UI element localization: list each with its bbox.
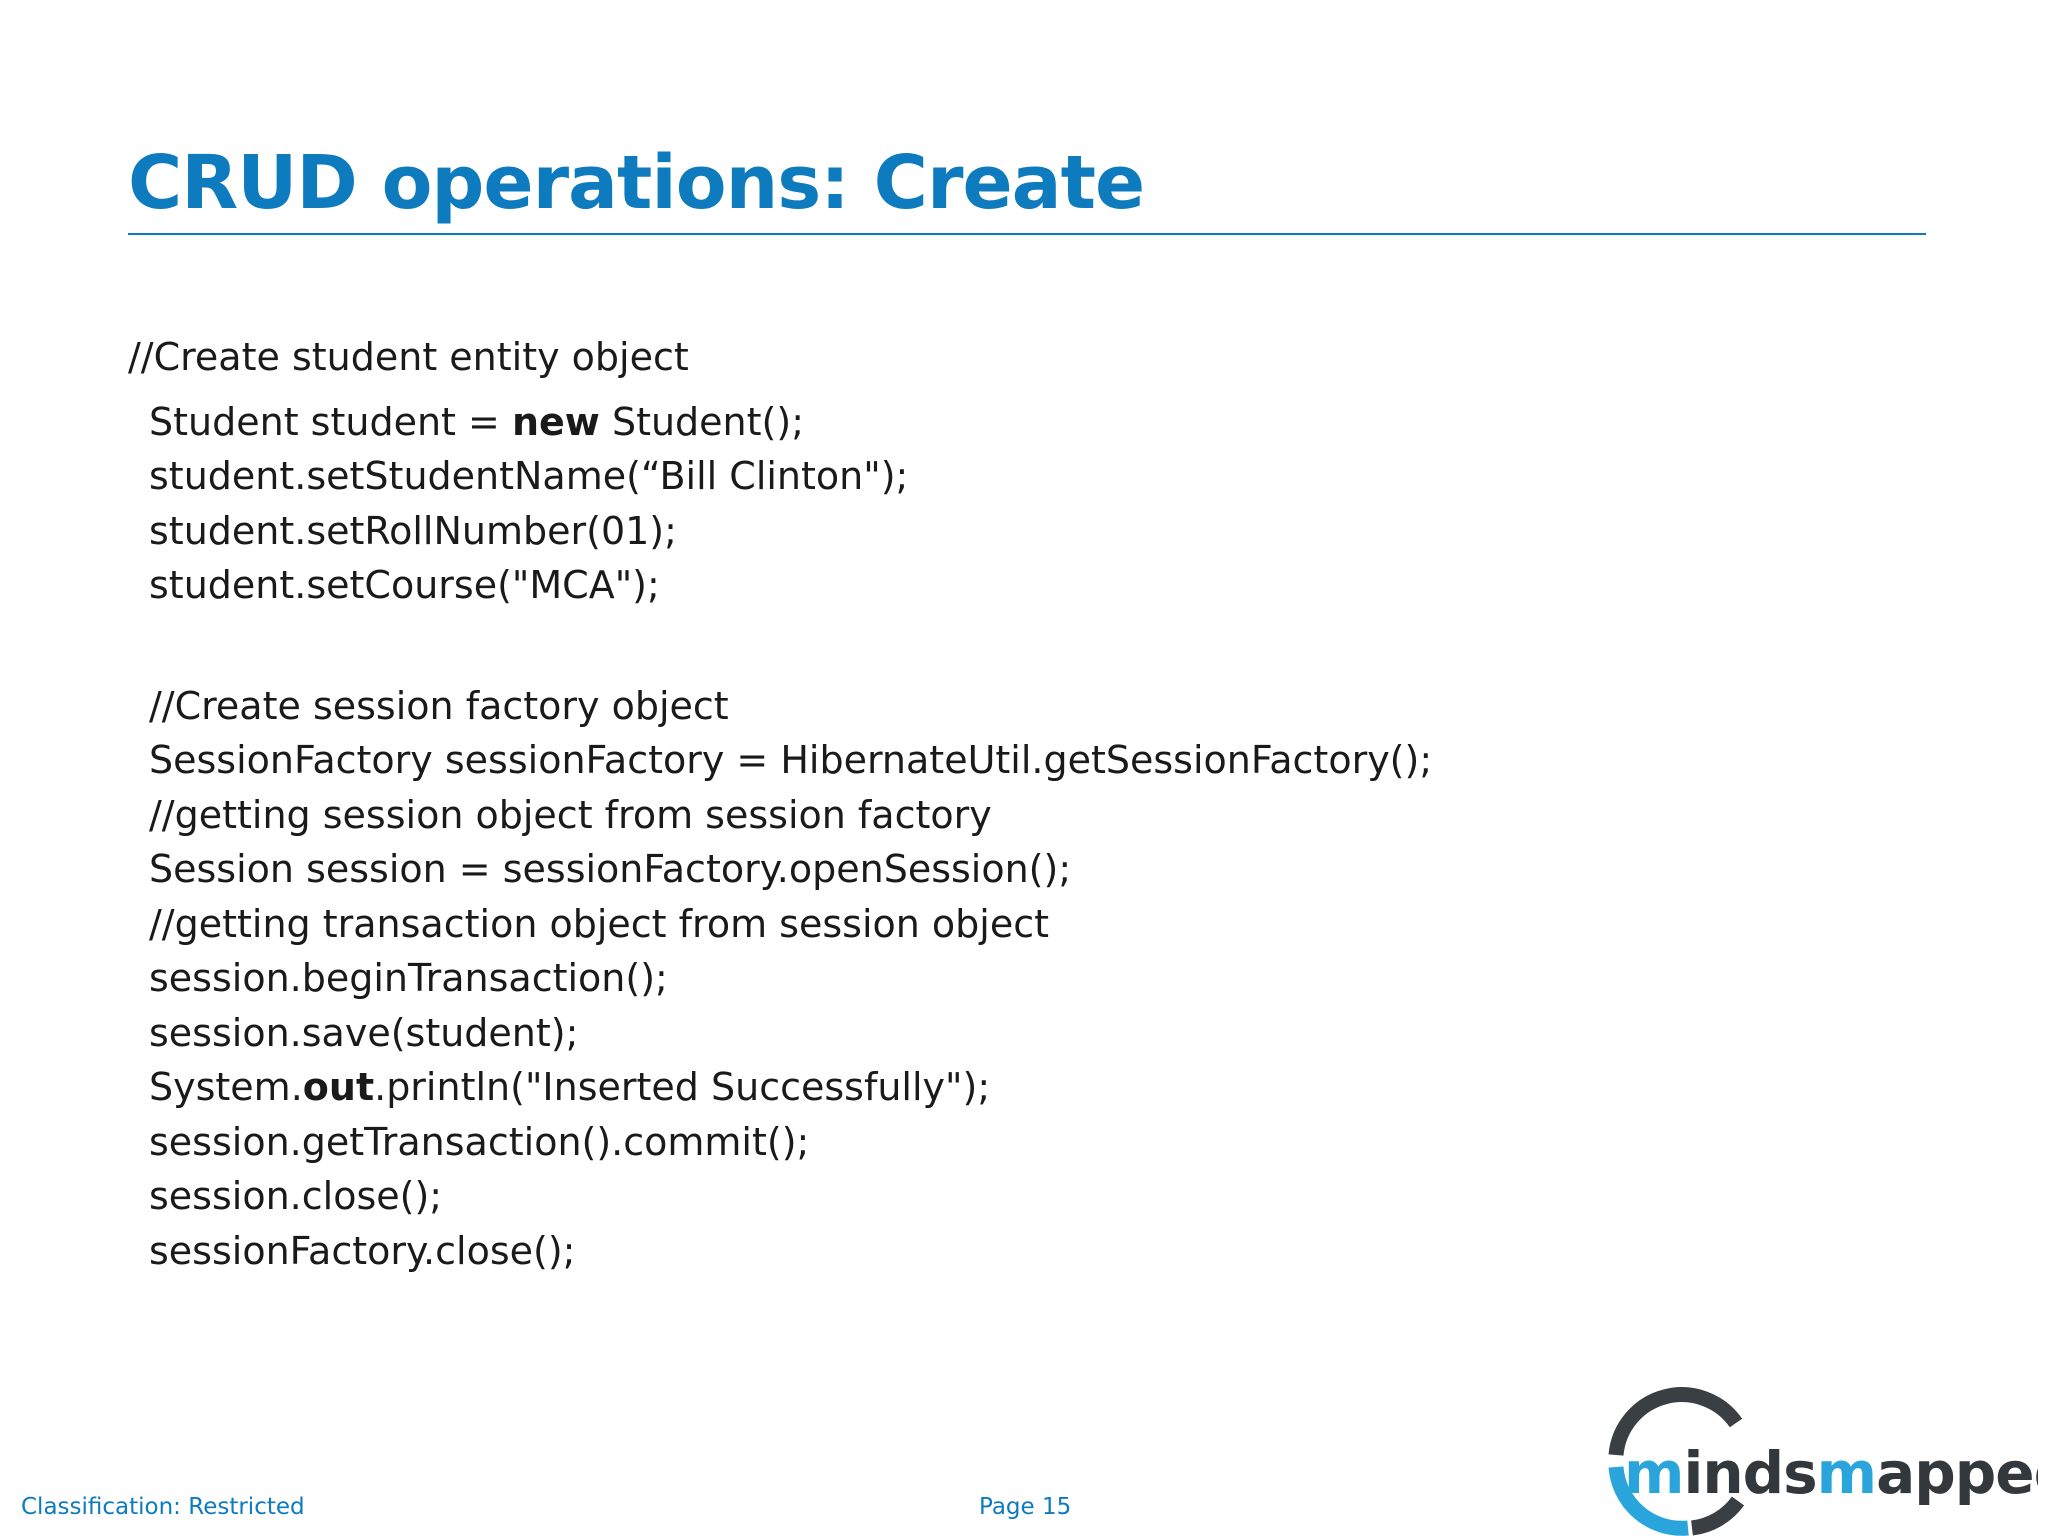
logo-wordmark: mindsmapped bbox=[1624, 1439, 2038, 1507]
code-line: student.setCourse("MCA"); bbox=[128, 558, 1432, 613]
logo-ring-top-arc bbox=[1608, 1387, 1743, 1456]
title-underline bbox=[128, 233, 1926, 235]
slide-title: CRUD operations: Create bbox=[128, 140, 1145, 226]
logo-letters-nds: nds bbox=[1702, 1439, 1816, 1507]
code-text: //Create student entity object bbox=[128, 335, 689, 379]
code-line: sessionFactory.close(); bbox=[128, 1224, 1432, 1279]
code-text: System. bbox=[149, 1065, 303, 1109]
code-text: session.beginTransaction(); bbox=[149, 956, 668, 1000]
code-line: session.close(); bbox=[128, 1169, 1432, 1224]
mindsmapped-logo: mindsmapped bbox=[1608, 1387, 2038, 1536]
logo-ring-bottom-arc bbox=[1608, 1466, 1689, 1536]
code-line: //Create student entity object bbox=[128, 330, 1432, 385]
code-line: session.getTransaction().commit(); bbox=[128, 1115, 1432, 1170]
code-text: student.setCourse("MCA"); bbox=[149, 563, 660, 607]
code-line: SessionFactory sessionFactory = Hibernat… bbox=[128, 733, 1432, 788]
logo-letter-m2: m bbox=[1817, 1439, 1876, 1507]
code-text: session.save(student); bbox=[149, 1010, 579, 1055]
code-line: //getting transaction object from sessio… bbox=[128, 897, 1432, 952]
code-text: session.getTransaction().commit(); bbox=[149, 1119, 810, 1164]
code-line: //getting session object from session fa… bbox=[128, 788, 1432, 843]
code-text: Student(); bbox=[599, 399, 804, 444]
code-text: Session session = sessionFactory.openSes… bbox=[149, 847, 1072, 891]
code-text: //getting transaction object from sessio… bbox=[149, 901, 1050, 946]
logo-letters-apped: apped bbox=[1876, 1439, 2038, 1507]
code-text: sessionFactory.close(); bbox=[149, 1228, 576, 1273]
code-text: //Create session factory object bbox=[149, 683, 729, 728]
code-text: //getting session object from session fa… bbox=[149, 792, 992, 837]
code-keyword: out bbox=[302, 1065, 375, 1109]
code-text: session.close(); bbox=[149, 1174, 443, 1218]
logo-ring-right-arc bbox=[1690, 1496, 1745, 1536]
page-number: Page 15 bbox=[979, 1494, 1072, 1520]
code-keyword: new bbox=[511, 399, 600, 444]
code-line: session.save(student); bbox=[128, 1006, 1432, 1061]
code-text: student.setStudentName(“Bill Clinton"); bbox=[149, 454, 909, 498]
code-line: session.beginTransaction(); bbox=[128, 951, 1432, 1006]
code-text: SessionFactory sessionFactory = Hibernat… bbox=[149, 738, 1433, 782]
code-line: student.setRollNumber(01); bbox=[128, 504, 1432, 559]
code-text: student.setRollNumber(01); bbox=[149, 508, 677, 553]
logo-letter-m: m bbox=[1624, 1439, 1683, 1507]
code-line: //Create session factory object bbox=[128, 679, 1432, 734]
logo-letter-i: i bbox=[1683, 1439, 1702, 1507]
code-line: Student student = new Student(); bbox=[128, 395, 1432, 450]
code-text: Student student = bbox=[149, 399, 512, 444]
code-line: Session session = sessionFactory.openSes… bbox=[128, 842, 1432, 897]
code-line: student.setStudentName(“Bill Clinton"); bbox=[128, 449, 1432, 504]
code-line: System.out.println("Inserted Successfull… bbox=[128, 1060, 1432, 1115]
code-gap bbox=[128, 613, 1432, 679]
code-text: .println("Inserted Successfully"); bbox=[374, 1065, 991, 1109]
classification-label: Classification: Restricted bbox=[21, 1494, 305, 1520]
